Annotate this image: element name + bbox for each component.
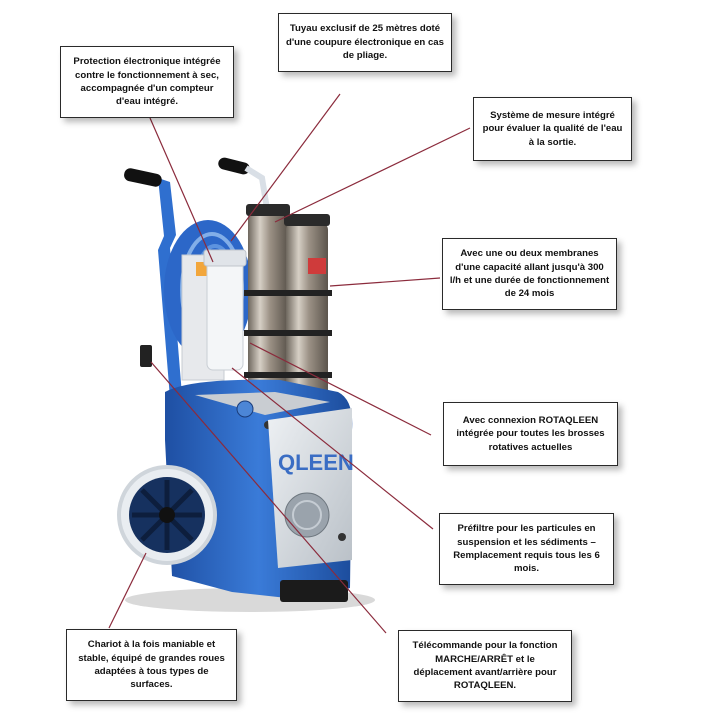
callout-trolley: Chariot à la fois maniable et stable, éq… [66, 629, 237, 701]
base-foot [280, 580, 348, 602]
callout-text: Chariot à la fois maniable et stable, éq… [78, 639, 225, 691]
callout-remote-control: Télécommande pour la fonction MARCHE/ARR… [398, 630, 572, 702]
handle-grip-right [218, 157, 250, 175]
tube-strap-2 [244, 330, 332, 336]
callout-text: Avec une ou deux membranes d'une capacit… [449, 248, 610, 300]
callout-rotaqleen-connection: Avec connexion ROTAQLEEN intégrée pour t… [443, 402, 618, 466]
tube-strap-3 [244, 372, 332, 378]
rotaqleen-connector [236, 400, 254, 418]
callout-prefilter: Préfiltre pour les particules en suspens… [439, 513, 614, 585]
callout-dry-run-protection: Protection électronique intégrée contre … [60, 46, 234, 118]
remote-control [140, 345, 152, 367]
wheel-hub [159, 507, 175, 523]
outlet-port [338, 533, 346, 541]
handle-grip-left [124, 168, 162, 187]
callout-text: Protection électronique intégrée contre … [73, 56, 221, 108]
handle-bar [244, 165, 271, 216]
callout-text: Télécommande pour la fonction MARCHE/ARR… [412, 640, 558, 692]
callout-text: Avec connexion ROTAQLEEN intégrée pour t… [456, 414, 605, 453]
usa-flag-sticker [308, 258, 326, 274]
fan-grille [284, 492, 330, 538]
membrane-cap-right [284, 214, 330, 226]
membrane-cap-left [246, 204, 290, 216]
prefilter-cap [203, 249, 247, 267]
front-panel [268, 408, 352, 568]
tube-strap-1 [244, 290, 332, 296]
callout-text: Système de mesure intégré pour évaluer l… [482, 109, 623, 148]
fan-grille-ring [292, 500, 322, 530]
brand-logo: QLEEN [278, 450, 354, 475]
callout-hose: Tuyau exclusif de 25 mètres doté d'une c… [278, 13, 452, 72]
prefilter-housing [206, 257, 244, 371]
callout-membranes: Avec une ou deux membranes d'une capacit… [442, 238, 617, 310]
membrane-tube-left [248, 210, 288, 400]
base-top-plate [195, 392, 330, 415]
callout-quality-measurement: Système de mesure intégré pour évaluer l… [473, 97, 632, 161]
callout-text: Tuyau exclusif de 25 mètres doté d'une c… [286, 23, 444, 62]
callout-text: Préfiltre pour les particules en suspens… [453, 523, 600, 575]
leader-lines [108, 93, 471, 634]
